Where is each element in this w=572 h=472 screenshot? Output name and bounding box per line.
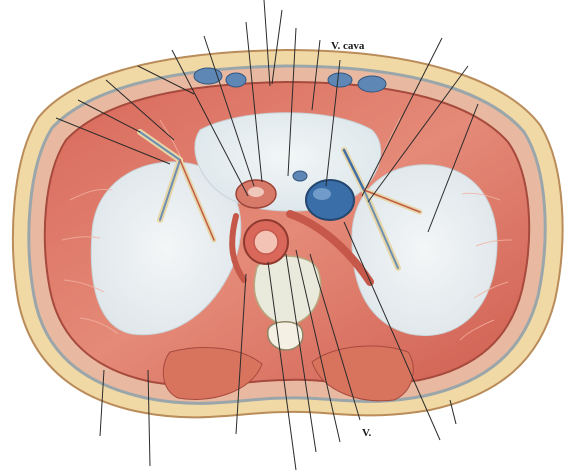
back-muscles-right: [311, 345, 414, 402]
vein-label: V.: [362, 427, 372, 439]
right-lung-dome: [351, 164, 498, 337]
vena-cava: [305, 179, 355, 221]
left-lung-dome: [90, 161, 242, 336]
vena-cava-highlight: [313, 188, 331, 200]
esophagus-lumen: [248, 187, 264, 197]
back-muscles: [162, 347, 263, 400]
left-crus: [229, 213, 247, 283]
spinal-canal: [267, 321, 304, 351]
leader-lines: [55, 0, 479, 471]
vena-cava-label: V. cava: [331, 40, 365, 52]
right-crus: [286, 210, 374, 286]
wall-veins: [193, 67, 387, 182]
left-vessels: [137, 129, 217, 243]
right-vessels: [341, 147, 423, 271]
aorta-lumen: [253, 229, 279, 255]
